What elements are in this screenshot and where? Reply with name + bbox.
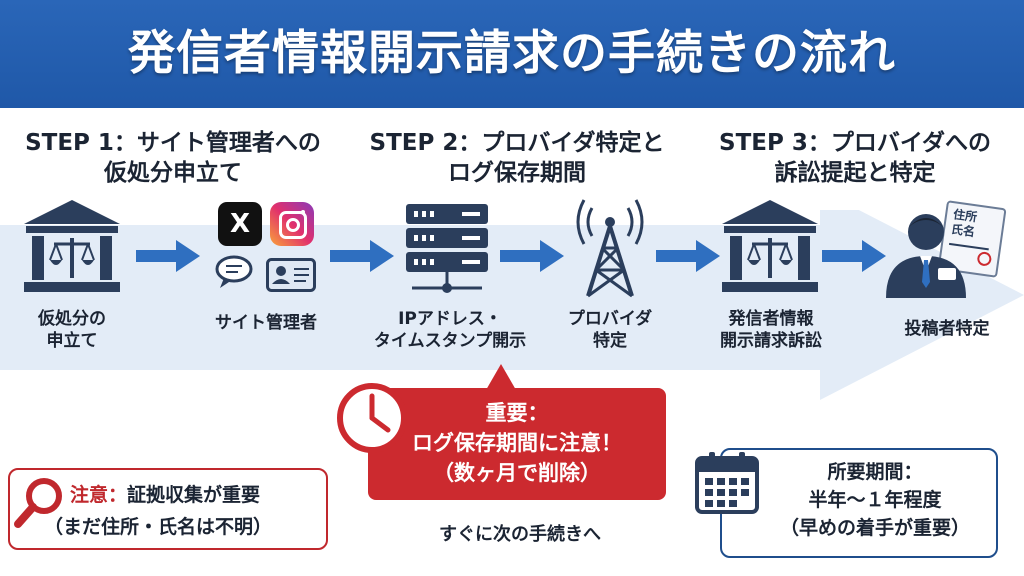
warning-line1: 重要： bbox=[485, 401, 549, 425]
step-2-title-line2: ログ保存期間 bbox=[448, 160, 586, 186]
node-1-label: 仮処分の 申立て bbox=[10, 308, 134, 352]
warning-pointer bbox=[486, 364, 516, 390]
period-line2: 半年〜１年程度 bbox=[808, 489, 942, 511]
flow-arrow-5 bbox=[822, 240, 886, 272]
warning-line3: （数ヶ月で削除） bbox=[433, 461, 601, 485]
node-4-line1: プロバイダ bbox=[567, 309, 653, 329]
notice-line2: （まだ住所・氏名は不明） bbox=[44, 516, 273, 538]
node-1-line1: 仮処分の bbox=[38, 309, 106, 329]
step-1-title-line2: 仮処分申立て bbox=[104, 160, 242, 186]
notice-line1-text: 証拠収集が重要 bbox=[127, 484, 261, 506]
step-3-title-line1: STEP 3：プロバイダへの bbox=[719, 130, 991, 156]
clock-icon bbox=[337, 383, 407, 453]
node-2-label: サイト管理者 bbox=[190, 312, 342, 334]
node-5-line1: 発信者情報 bbox=[728, 309, 814, 329]
period-line1: 所要期間： bbox=[827, 461, 923, 483]
next-step-text: すぐに次の手続きへ bbox=[439, 524, 601, 545]
flow-arrow-4 bbox=[656, 240, 720, 272]
flow-arrow-3 bbox=[500, 240, 564, 272]
x-logo-icon: X bbox=[218, 202, 262, 246]
node-1-line2: 申立て bbox=[46, 331, 98, 351]
node-3-line2: タイムスタンプ開示 bbox=[373, 331, 527, 351]
profile-card-icon bbox=[266, 258, 316, 292]
page-title: 発信者情報開示請求の手続きの流れ bbox=[128, 26, 896, 81]
step-3-title-line2: 訴訟提起と特定 bbox=[774, 160, 936, 186]
warning-line2: ログ保存期間に注意！ bbox=[412, 431, 622, 455]
step-2-title-line1: STEP 2：プロバイダ特定と bbox=[369, 130, 665, 156]
notice-box bbox=[8, 468, 328, 550]
server-icon bbox=[406, 204, 488, 293]
node-3-label: IPアドレス・ タイムスタンプ開示 bbox=[350, 308, 550, 352]
person-id-icon: 住所 氏名 bbox=[880, 200, 1016, 300]
node-6-line1: 投稿者特定 bbox=[904, 319, 990, 339]
chat-bubble-icon bbox=[215, 255, 253, 288]
courthouse-icon bbox=[722, 200, 818, 292]
node-6-label: 投稿者特定 bbox=[872, 318, 1022, 340]
node-4-line2: 特定 bbox=[593, 331, 627, 351]
warning-box: 重要： ログ保存期間に注意！ （数ヶ月で削除） bbox=[368, 388, 666, 500]
magnifier-icon bbox=[14, 478, 62, 528]
node-5-label: 発信者情報 開示請求訴訟 bbox=[696, 308, 846, 352]
calendar-icon bbox=[695, 452, 759, 514]
flow-arrow-1 bbox=[136, 240, 200, 272]
social-media-icons: X bbox=[212, 198, 322, 298]
step-1-title-line1: STEP 1：サイト管理者への bbox=[25, 130, 321, 156]
node-2-line1: サイト管理者 bbox=[215, 313, 317, 333]
notice-line1: 注意：証拠収集が重要 bbox=[70, 480, 260, 507]
title-banner bbox=[0, 0, 1024, 108]
person-icon bbox=[886, 214, 966, 298]
notice-label: 注意： bbox=[70, 484, 128, 506]
node-3-line1: IPアドレス・ bbox=[398, 309, 502, 329]
step-3-title: STEP 3：プロバイダへの 訴訟提起と特定 bbox=[690, 128, 1020, 188]
antenna-tower-icon bbox=[576, 199, 644, 298]
flow-arrow-2 bbox=[330, 240, 394, 272]
node-4-label: プロバイダ 特定 bbox=[548, 308, 672, 352]
courthouse-icon bbox=[24, 200, 120, 292]
period-line3: （早めの着手が重要） bbox=[780, 517, 971, 539]
instagram-icon bbox=[270, 202, 314, 246]
step-1-title: STEP 1：サイト管理者への 仮処分申立て bbox=[8, 128, 338, 188]
step-2-title: STEP 2：プロバイダ特定と ログ保存期間 bbox=[352, 128, 682, 188]
period-box bbox=[720, 448, 998, 558]
node-5-line2: 開示請求訴訟 bbox=[720, 331, 822, 351]
